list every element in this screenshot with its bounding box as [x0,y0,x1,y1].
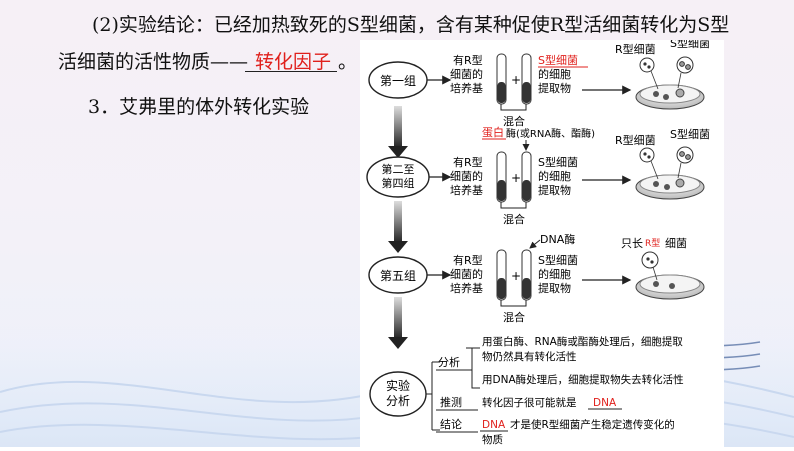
analysis-row-1-line-1: 用蛋白酶、RNA酶或酯酶处理后，细胞提取 [482,335,683,348]
group-1-mix: 混合 [503,114,525,128]
group-2-4-tube-left-label: 有R型细菌的培养基 [450,155,483,197]
answer-underline [245,71,337,72]
diagram-canvas: 第一组 有R型细菌的培养基 + S型细菌 的细胞提取物 混合 R型细菌 S型细菌 [366,36,710,446]
group-5-tube-left-label: 有R型细菌的培养基 [450,253,483,295]
group-1-label: 第一组 [380,74,416,88]
analysis-label-jielun: 结论 [440,417,462,431]
analysis-row-4-suffix: 才是使R型细菌产生稳定遗传变化的 [510,418,675,431]
zoom-bubble-r [639,57,655,73]
group-5-label: 第五组 [380,269,416,283]
colony [663,94,669,100]
analysis-row-4-red: DNA [482,419,506,431]
group-2-4-enzyme-red: 蛋白 [482,125,504,139]
group-2-4: 第二至 第四组 蛋白 酶(或RNA酶、酯酶) 有R型细菌的培养基 + S型细菌的… [366,125,710,226]
analysis-label-fenxi: 分析 [438,355,460,369]
group-1-s-label: S型细菌 [538,53,578,67]
analysis-title-l1: 实验 [386,378,410,393]
analysis-row-2-line-1: 用DNA酶处理后，细胞提取物失去转化活性 [482,373,684,386]
section-title: 3．艾弗里的体外转化实验 [88,96,310,118]
group-2-4-enzyme-rest: 酶(或RNA酶、酯酶) [506,127,595,140]
analysis-row-4-line-2: 物质 [482,433,503,446]
answer-text: 转化因子 [255,51,332,73]
group-1: 第一组 有R型细菌的培养基 + S型细菌 的细胞提取物 混合 R型细菌 S型细菌 [368,36,710,128]
mix-bracket [500,104,527,111]
analysis-row-3-prefix: 转化因子很可能就是 [482,396,577,409]
petri-dish-inner [639,84,701,104]
group-5-tube-right-label: S型细菌的细胞提取物 [538,253,578,295]
avery-experiment-diagram: 第一组 有R型细菌的培养基 + S型细菌 的细胞提取物 混合 R型细菌 S型细菌 [360,36,724,447]
group-1-tube-left-label: 有R型细菌的培养基 [450,53,483,95]
conclusion-line-1: (2)实验结论：已经加热致死的S型细菌，含有某种促使R型活细菌转化为S型 [92,14,730,36]
group-2-4-label-l2: 第四组 [382,176,415,190]
group-5-result-prefix: 只长 [621,237,643,250]
tube-right-fill [522,82,531,103]
group-5-result-red: R型 [645,238,660,249]
colony [675,88,685,98]
analysis-section: 实验 分析 分析 用蛋白酶、RNA酶或酯酶处理后，细胞提取 物仍然具有转化活性 … [369,335,684,446]
conclusion-line-2-prefix: 活细菌的活性物质—— [58,51,249,73]
group-1-result-r: R型细菌 [615,42,656,56]
plus-sign: + [511,171,521,185]
conclusion-line-2-suffix: 。 [338,51,358,73]
tube-left-fill [497,82,506,103]
group-5-mix: 混合 [503,310,525,324]
flow-arrow-3 [394,297,402,339]
group-1-extract-label: 的细胞提取物 [538,67,571,95]
flow-arrowhead-1 [388,146,408,158]
flow-arrow-2 [394,201,402,243]
group-2-4-result-s: S型细菌 [670,127,710,141]
group-5-result-suffix: 细菌 [665,237,687,250]
group-2-4-result-r: R型细菌 [615,133,656,147]
plus-sign: + [511,73,521,87]
plus-sign: + [511,269,521,283]
group-5-enzyme: DNA酶 [540,233,575,246]
group-5: 第五组 DNA酶 有R型细菌的培养基 + S型细菌的细胞提取物 混合 只长 R型… [368,233,705,324]
analysis-title-l2: 分析 [386,394,410,408]
group-2-4-mix: 混合 [503,212,525,226]
group-2-4-label-l1: 第二至 [382,162,415,176]
flow-arrow-1 [394,106,402,148]
group-1-result-s: S型细菌 [670,40,710,50]
analysis-row-3-red: DNA [593,397,617,409]
group-2-4-tube-right-label: S型细菌的细胞提取物 [538,155,578,197]
analysis-row-1-line-2: 物仍然具有转化活性 [482,350,577,363]
analysis-label-tuice: 推测 [440,395,462,409]
colony [653,91,659,97]
